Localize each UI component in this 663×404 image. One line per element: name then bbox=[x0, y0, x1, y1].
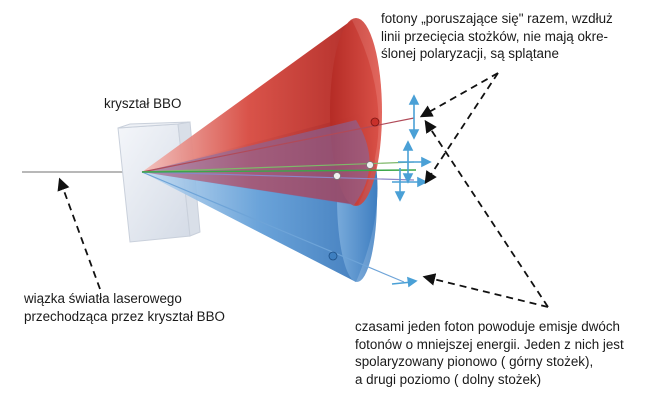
photon-dots bbox=[328, 117, 380, 261]
emission-caption: czasami jeden foton powoduje emisje dwóc… bbox=[355, 318, 624, 388]
emission-arrow-2 bbox=[422, 273, 549, 308]
entangled-arrow-2 bbox=[424, 72, 499, 185]
polarization-markers bbox=[391, 94, 432, 288]
crystal-label-text: kryształ BBO bbox=[104, 96, 182, 111]
laser-arrow bbox=[57, 177, 101, 290]
entangled-line-1: fotony „poruszające się" razem, wzdłuż bbox=[381, 11, 613, 26]
emission-arrow-1 bbox=[424, 119, 549, 308]
entangled-line-2: linii przecięcia stożków, nie mają okre- bbox=[381, 28, 608, 44]
cone-overlap bbox=[142, 120, 370, 205]
laser-line-2: przechodząca przez kryształ BBO bbox=[24, 308, 225, 324]
laser-line-1: wiązka światła laserowego bbox=[24, 291, 182, 306]
laser-beam-caption: wiązka światła laserowego przechodząca p… bbox=[24, 290, 225, 325]
crystal-label: kryształ BBO bbox=[104, 95, 181, 113]
entangled-line-3: ślonej polaryzacji, są splątane bbox=[381, 46, 559, 61]
emission-line-3: spolaryzowany pionowo ( górny stożek), bbox=[355, 354, 594, 369]
emission-line-2: fotonów o mniejszej energii. Jeden z nic… bbox=[355, 336, 624, 352]
entangled-photons-caption: fotony „poruszające się" razem, wzdłuż l… bbox=[381, 10, 613, 63]
leader-arrows bbox=[57, 72, 549, 308]
emission-line-4: a drugi poziomo ( dolny stożek) bbox=[355, 371, 542, 387]
emission-line-1: czasami jeden foton powoduje emisje dwóc… bbox=[355, 319, 620, 334]
entangled-arrow-1 bbox=[419, 72, 499, 118]
